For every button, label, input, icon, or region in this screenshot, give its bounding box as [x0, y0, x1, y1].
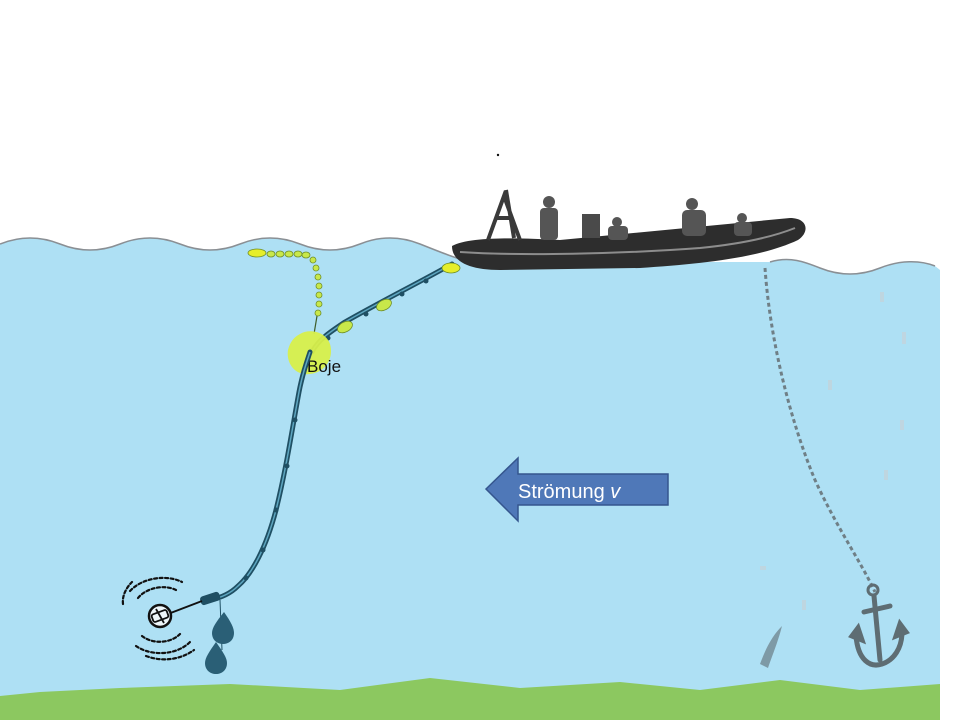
boat-hull-stripe	[459, 227, 796, 256]
current-label: Strömung v	[518, 481, 621, 503]
background-marks	[760, 292, 906, 610]
boat-hull	[452, 218, 806, 270]
sonar-arm	[167, 600, 203, 615]
surface-dot	[496, 153, 500, 157]
rock-shape	[760, 626, 782, 668]
inflatable-boat-icon	[452, 189, 806, 270]
sonar-waves	[121, 576, 196, 661]
buoy-label: Boje	[307, 357, 341, 376]
water-surface-line-right	[769, 258, 936, 275]
drop-weight-icon	[205, 612, 234, 674]
water-body	[0, 238, 940, 720]
current-arrow	[484, 456, 669, 523]
tow-cable-floats	[337, 262, 461, 334]
current-label-symbol: v	[610, 481, 621, 503]
water-surface-line	[0, 237, 471, 263]
buoy-tether	[313, 315, 318, 335]
sonar-transducer-icon	[147, 603, 173, 629]
boat-crew	[540, 196, 752, 240]
anchor-chain	[763, 267, 877, 593]
boat-a-frame	[486, 189, 522, 241]
anchor-icon	[848, 583, 910, 668]
surface-float-line	[247, 248, 323, 317]
current-label-word: Strömung	[518, 481, 605, 503]
towfish-body	[200, 591, 221, 606]
descent-cable-clamps	[243, 417, 298, 581]
boat-console	[582, 214, 600, 238]
seabed	[0, 678, 940, 720]
